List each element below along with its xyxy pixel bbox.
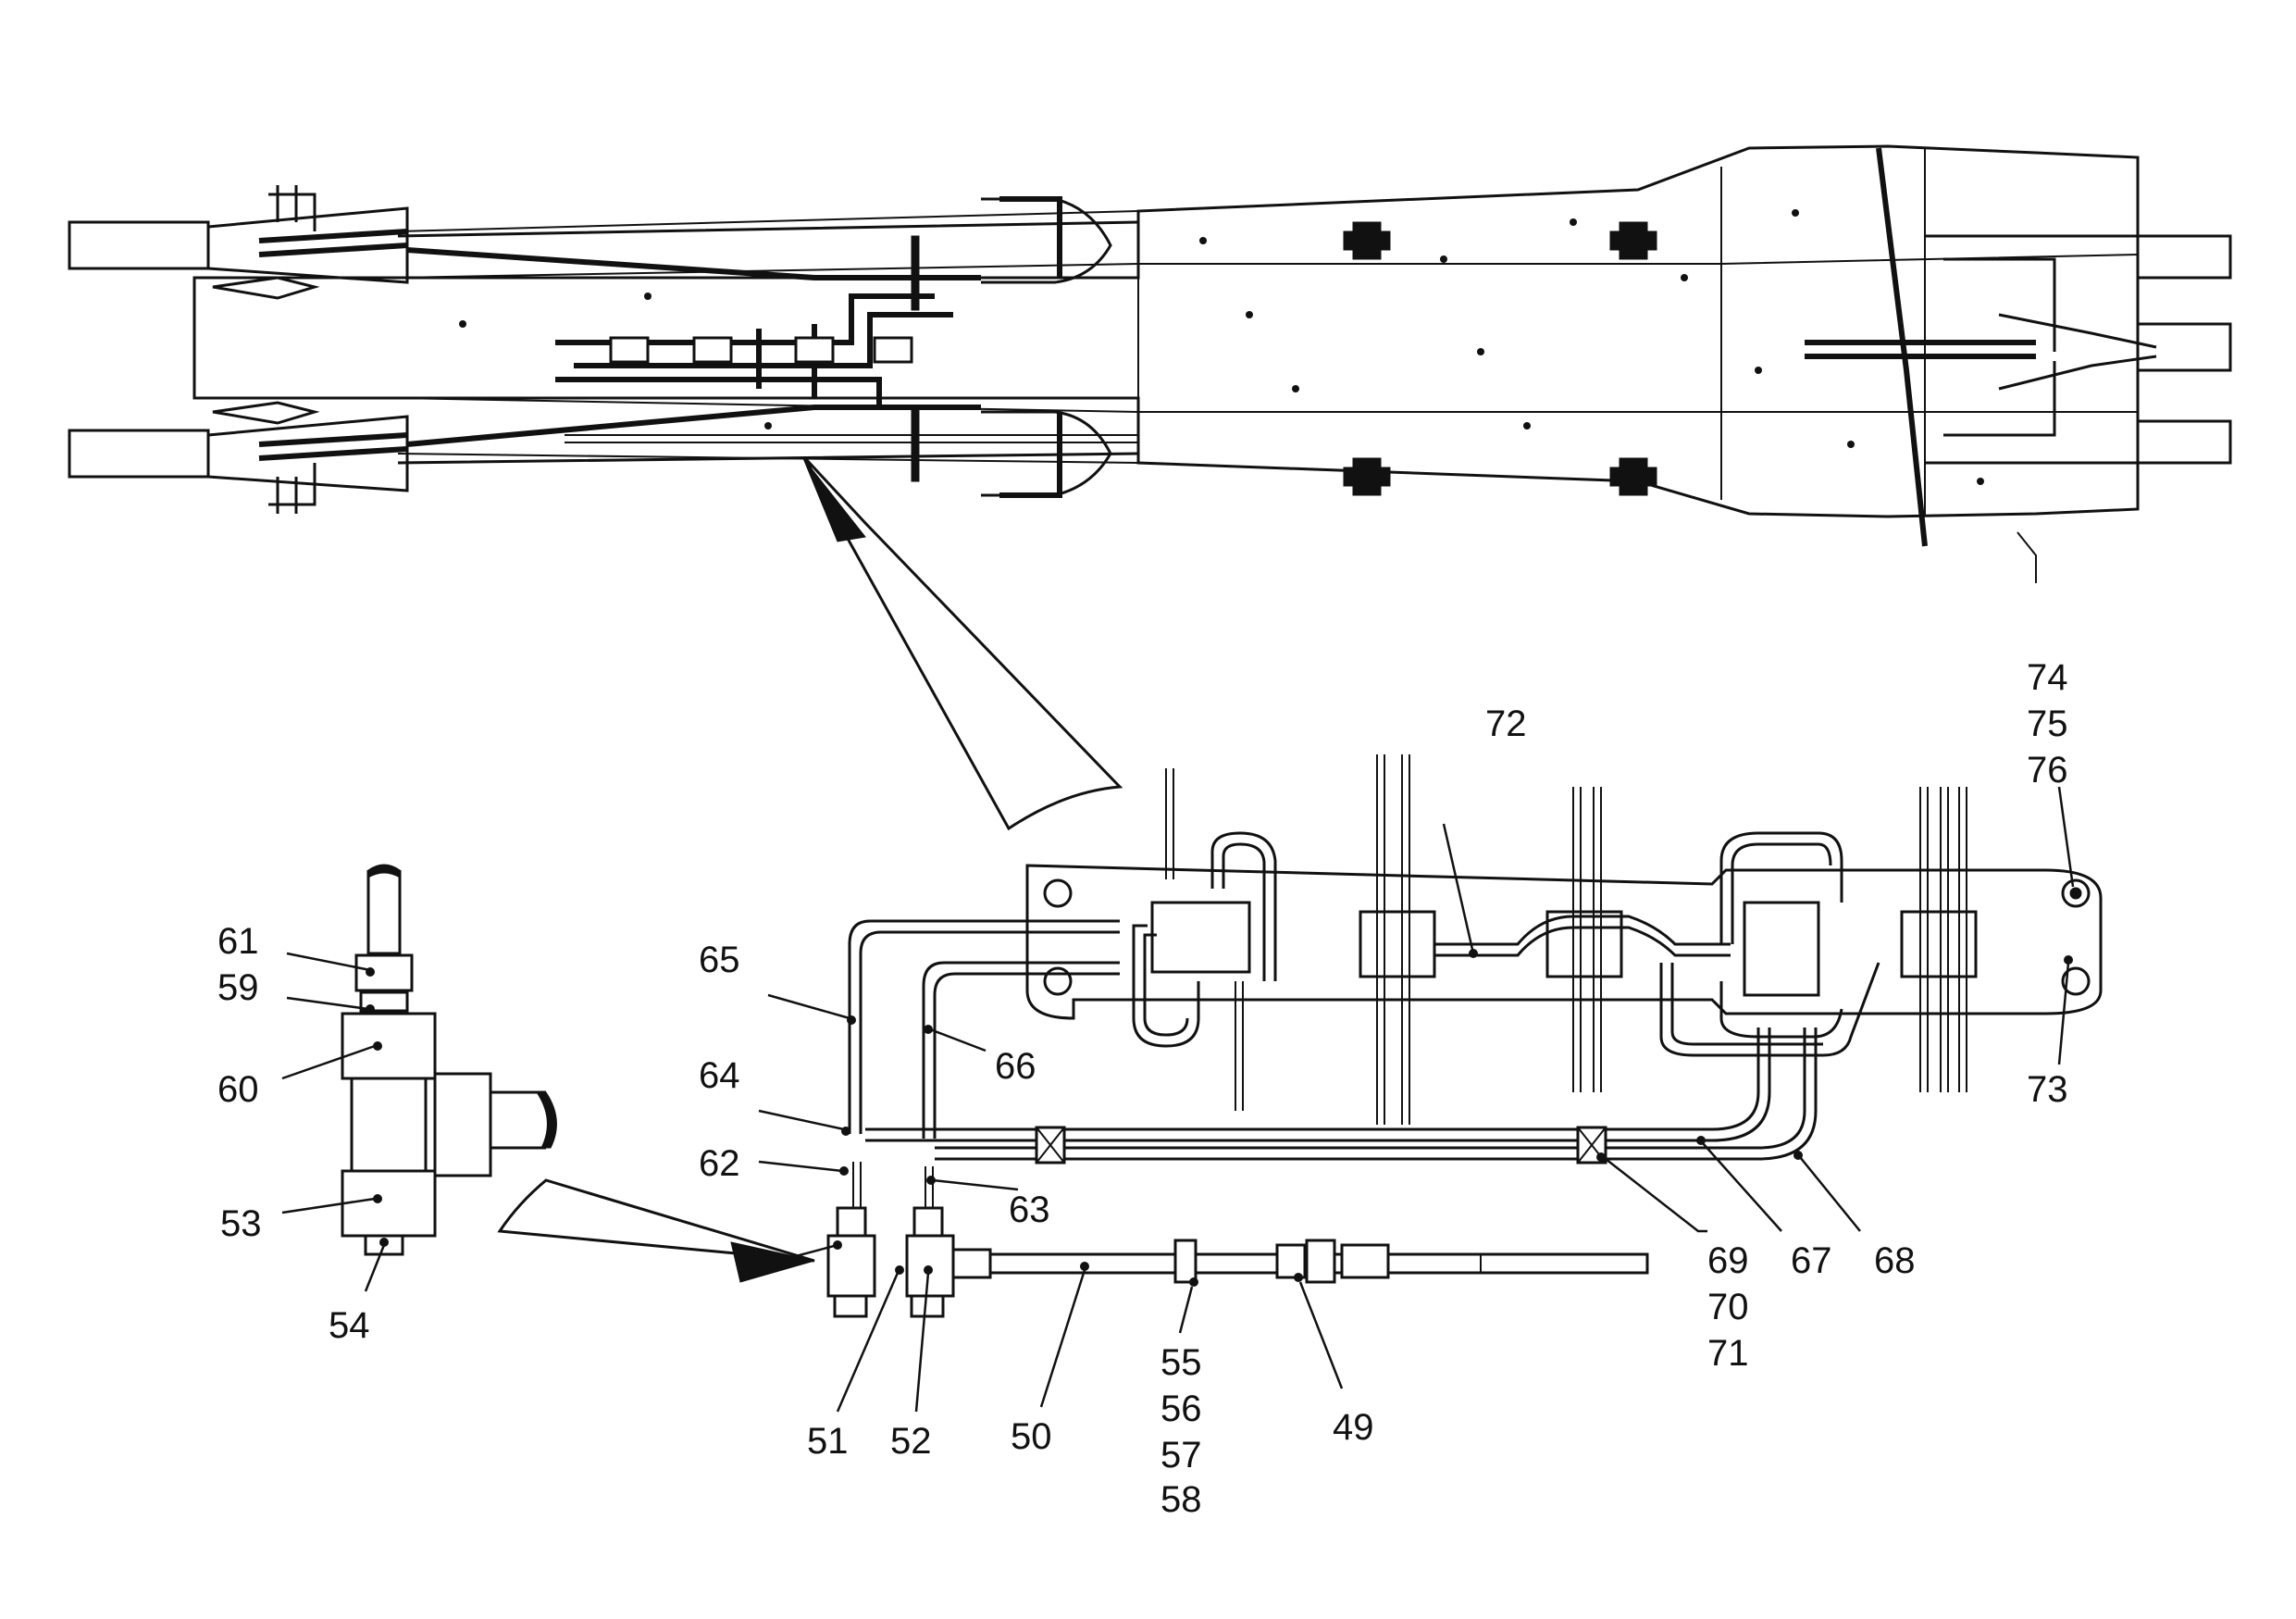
- label-70: 70: [1707, 1287, 1749, 1327]
- label-62: 62: [699, 1143, 740, 1184]
- label-61: 61: [217, 921, 259, 962]
- label-71: 71: [1707, 1333, 1749, 1374]
- label-49: 49: [1333, 1407, 1374, 1448]
- label-58: 58: [1160, 1479, 1202, 1520]
- boom-top-view: [68, 144, 2232, 831]
- label-59: 59: [217, 967, 259, 1008]
- label-75: 75: [2027, 704, 2068, 744]
- label-66: 66: [995, 1046, 1036, 1087]
- label-63: 63: [1009, 1189, 1050, 1230]
- label-76: 76: [2027, 750, 2068, 791]
- label-50: 50: [1011, 1416, 1052, 1457]
- label-55: 55: [1160, 1342, 1202, 1383]
- label-73: 73: [2027, 1069, 2068, 1110]
- valve-manifold-detail: [826, 754, 2103, 1318]
- label-72: 72: [1485, 704, 1527, 744]
- label-54: 54: [329, 1305, 370, 1346]
- label-68: 68: [1874, 1240, 1916, 1281]
- label-57: 57: [1160, 1435, 1202, 1476]
- label-74: 74: [2027, 657, 2068, 698]
- label-53: 53: [220, 1203, 262, 1244]
- label-67: 67: [1791, 1240, 1832, 1281]
- label-51: 51: [807, 1421, 849, 1462]
- callout-leaders: [281, 786, 2075, 1413]
- tee-fitting-detail: [341, 864, 815, 1283]
- label-52: 52: [890, 1421, 932, 1462]
- label-56: 56: [1160, 1389, 1202, 1429]
- callout-labels: 61 59 60 53 54 65 64 62 66 63 51 52 50 5…: [217, 657, 2068, 1520]
- label-69: 69: [1707, 1240, 1749, 1281]
- label-65: 65: [699, 940, 740, 980]
- label-60: 60: [217, 1069, 259, 1110]
- label-64: 64: [699, 1055, 740, 1096]
